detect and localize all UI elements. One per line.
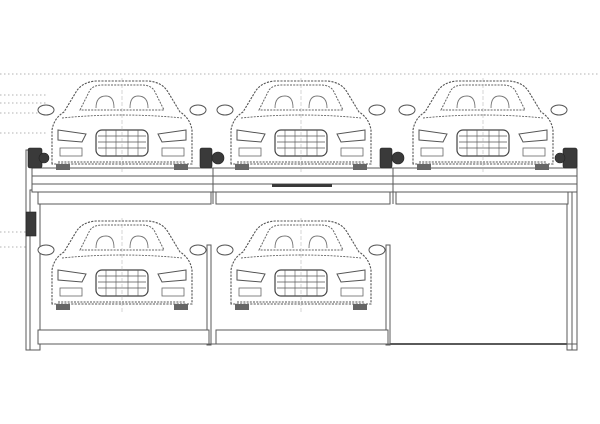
drive-unit-right (554, 147, 578, 169)
drive-unit-left (27, 147, 50, 169)
steel-frame (25, 149, 578, 351)
car-upper-3 (398, 77, 568, 175)
left-lower-drive (25, 211, 37, 237)
reference-lines (0, 73, 600, 248)
car-lower-2 (216, 217, 386, 315)
car-lower-1 (37, 217, 207, 315)
beam-label-mark (272, 184, 332, 187)
upper-platform-beam (31, 167, 578, 193)
lower-platform-1 (37, 329, 210, 345)
drive-unit-mid-right (379, 147, 405, 169)
upper-platform-1 (37, 191, 212, 205)
upper-platform-2 (215, 191, 391, 205)
drive-unit-mid-left (199, 147, 225, 169)
upper-level-cars (37, 77, 568, 175)
lower-guide-post (206, 244, 212, 346)
car-upper-1 (37, 77, 207, 175)
upper-platform-3 (395, 191, 569, 205)
drive-units (25, 147, 578, 237)
lower-platform-2 (215, 329, 389, 345)
lower-guide-post (385, 244, 391, 346)
car-upper-2 (216, 77, 386, 175)
